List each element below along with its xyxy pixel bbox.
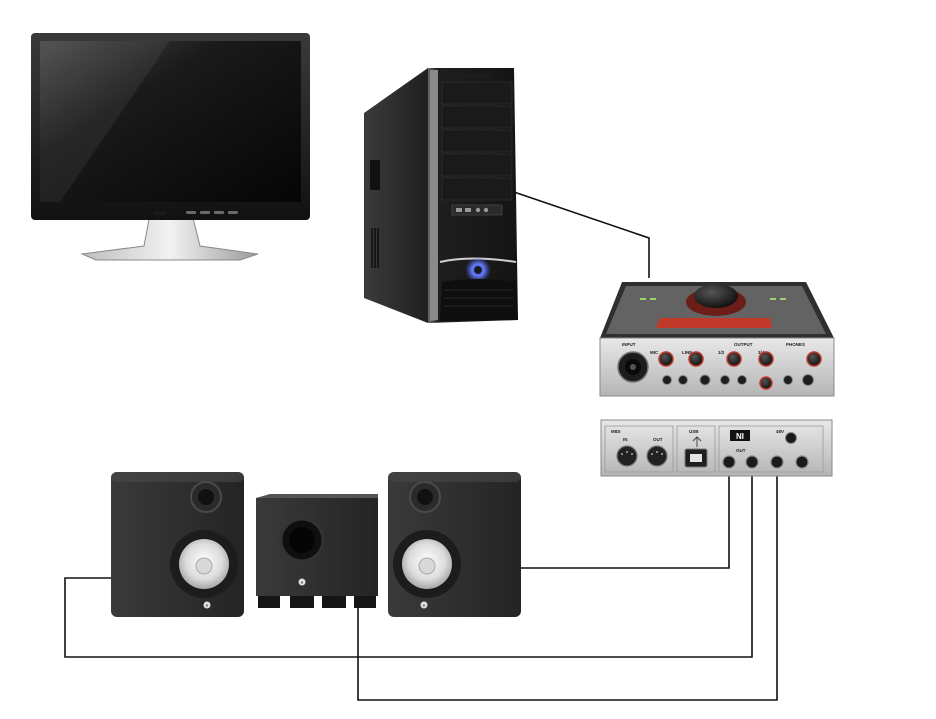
left-speaker-cable	[64, 466, 753, 658]
volume-knob	[694, 284, 738, 308]
front-ports	[451, 204, 503, 216]
phantom-switch	[785, 432, 797, 444]
svg-text:OUT: OUT	[653, 437, 663, 442]
meter-leds	[640, 298, 786, 300]
monitor: acer	[31, 33, 310, 261]
gain-knobs	[658, 351, 822, 390]
svg-text:PHONES: PHONES	[786, 342, 805, 347]
svg-text:MIDI: MIDI	[611, 429, 621, 434]
usb-icon	[692, 436, 702, 447]
speaker-right-logo: Y	[423, 603, 426, 608]
ni-logo: NI	[730, 430, 750, 441]
output-jacks	[722, 455, 809, 469]
speaker-left-logo: Y	[206, 603, 209, 608]
monitor-buttons	[186, 211, 238, 214]
svg-text:INPUT: INPUT	[622, 342, 636, 347]
combo-input-jack	[617, 351, 649, 383]
svg-text:LINE: LINE	[682, 350, 692, 355]
front-buttons	[662, 374, 814, 386]
pc-tower-side	[364, 68, 428, 323]
pc-tower: Cooler Master	[364, 68, 518, 323]
monitor-logo: acer	[154, 211, 167, 217]
svg-text:IN: IN	[623, 437, 628, 442]
power-button-icon	[472, 264, 484, 276]
svg-text:MIC: MIC	[650, 350, 659, 355]
svg-text:3/4: 3/4	[758, 350, 765, 355]
subwoofer-logo: Y	[301, 580, 304, 585]
audio-interface-back: MIDI IN OUT USB OUT 48V NI	[600, 419, 833, 477]
svg-text:OUTPUT: OUTPUT	[734, 342, 753, 347]
drive-bays	[441, 81, 513, 201]
vent-slot	[370, 160, 380, 190]
pc-tower-logo: Cooler Master	[458, 73, 491, 79]
front-panel-labels: INPUT MIC LINE OUTPUT 1/2 3/4 PHONES	[622, 342, 805, 355]
subwoofer-feet	[258, 596, 376, 608]
monitor-stand	[80, 213, 259, 261]
midi-ports	[616, 445, 668, 467]
svg-text:OUT: OUT	[736, 448, 746, 453]
monitor-screen	[40, 41, 301, 202]
usb-cable	[513, 191, 650, 278]
svg-text:NI: NI	[736, 432, 744, 441]
speaker-left: Y	[111, 472, 244, 617]
right-speaker-cable	[520, 466, 730, 569]
svg-text:48V: 48V	[776, 429, 784, 434]
speaker-right: Y	[388, 472, 521, 617]
svg-text:1/2: 1/2	[718, 350, 725, 355]
back-panel-labels: MIDI IN OUT USB OUT 48V	[611, 429, 784, 453]
subwoofer-cable	[357, 466, 778, 701]
audio-interface-front: INPUT MIC LINE OUTPUT 1/2 3/4 PHONES	[599, 282, 835, 397]
svg-text:USB: USB	[689, 429, 699, 434]
subwoofer: Y	[256, 494, 378, 608]
interface-back-panel	[600, 419, 833, 477]
level-strip	[656, 318, 772, 328]
cables	[64, 191, 778, 701]
